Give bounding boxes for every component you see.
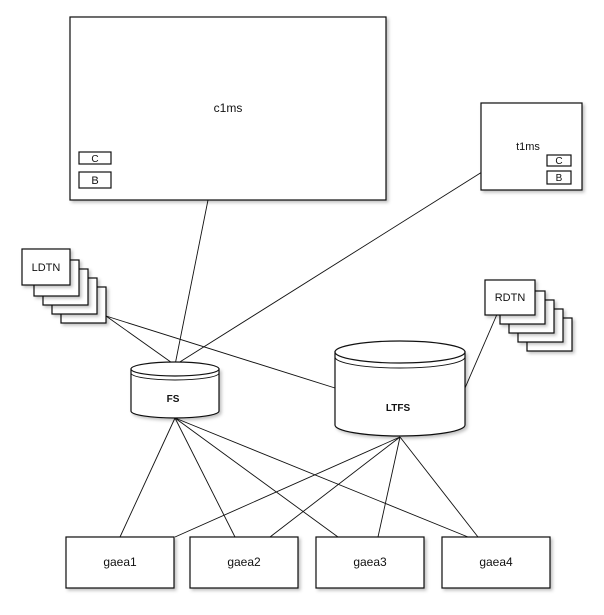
edge-ltfs-gaea3 [377, 436, 401, 538]
ltfs-cylinder-body [334, 351, 466, 437]
gaea1-label: gaea1 [103, 555, 137, 569]
edge-t1ms-fs [174, 171, 483, 366]
fs-cylinder-body [130, 368, 220, 419]
ldtn-stack: LDTN [21, 248, 107, 324]
ltfs-cylinder-top [334, 340, 466, 364]
gaea2-box [189, 536, 299, 589]
gaea2-node: gaea2 [189, 536, 299, 589]
t1ms-node: t1ms C B [480, 102, 583, 191]
ldtn-label: LDTN [32, 262, 61, 274]
edge-fs-gaea1 [119, 417, 176, 538]
gaea3-node: gaea3 [315, 536, 425, 589]
ltfs-cylinder-rim [334, 356, 466, 369]
rdtn-box [484, 279, 536, 316]
t1ms-label: t1ms [516, 141, 540, 153]
c1ms-label: c1ms [214, 101, 243, 115]
t1ms-b-label: B [556, 173, 563, 184]
t1ms-c-label: C [555, 156, 562, 167]
gaea1-box [65, 536, 175, 589]
edge-ldtn-fs [105, 315, 176, 366]
fs-label: FS [167, 394, 180, 405]
gaea4-box [441, 536, 551, 589]
ltfs-cylinder: LTFS [334, 340, 466, 437]
edge-ltfs-gaea4 [399, 436, 479, 538]
connections [105, 171, 499, 538]
gaea4-label: gaea4 [479, 555, 513, 569]
c1ms-b-box [78, 171, 112, 189]
rdtn-stack: RDTN [484, 279, 573, 352]
ltfs-label: LTFS [386, 403, 411, 414]
c1ms-node: c1ms C B [69, 16, 387, 201]
edge-ltfs-gaea2 [269, 436, 401, 538]
fs-cylinder: FS [130, 361, 220, 419]
gaea3-label: gaea3 [353, 555, 387, 569]
rdtn-label: RDTN [495, 292, 526, 304]
t1ms-b-box [546, 170, 572, 185]
t1ms-c-box [546, 154, 572, 167]
edge-fs-gaea3 [174, 417, 339, 538]
edge-fs-gaea2 [174, 417, 236, 538]
c1ms-c-box [78, 151, 112, 165]
c1ms-c-label: C [91, 154, 98, 165]
fs-cylinder-top [130, 361, 220, 377]
c1ms-box [69, 16, 387, 201]
edge-rdtn-ltfs [464, 311, 499, 389]
edge-c1ms-fs [174, 199, 209, 366]
gaea3-box [315, 536, 425, 589]
c1ms-b-label: B [91, 175, 98, 187]
ldtn-box [21, 248, 71, 286]
gaea2-label: gaea2 [227, 555, 261, 569]
edge-fs-gaea4 [174, 417, 469, 538]
edge-ldtn-ltfs [105, 315, 336, 389]
fs-cylinder-rim [130, 372, 220, 381]
edge-ltfs-gaea1 [174, 436, 401, 538]
gaea1-node: gaea1 [65, 536, 175, 589]
gaea4-node: gaea4 [441, 536, 551, 589]
